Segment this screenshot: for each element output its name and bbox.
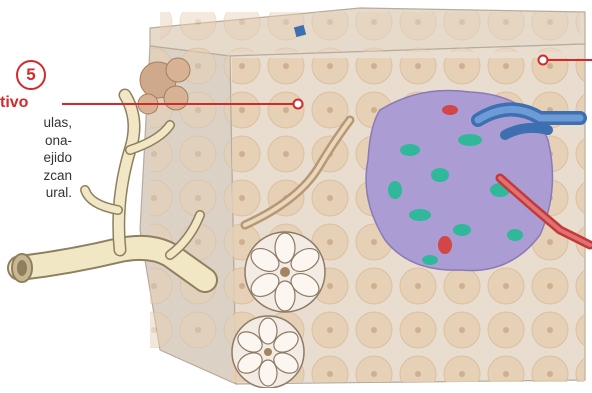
callout-line: ulas, [0,114,72,132]
callout-leader-dot [294,100,303,109]
callout-line: ejido [0,149,72,167]
callout-line: ural. [0,184,72,202]
acinus-flower-1 [245,232,325,312]
callout-line: ona- [0,132,72,150]
callout-number-badge: 5 [16,60,46,90]
callout-title: tivo [0,94,28,112]
acinus-flower-2 [232,316,304,388]
callout-text: ulas, ona- ejido zcan ural. [0,114,72,202]
callout-line: zcan [0,167,72,185]
right-callout-dot [539,56,548,65]
